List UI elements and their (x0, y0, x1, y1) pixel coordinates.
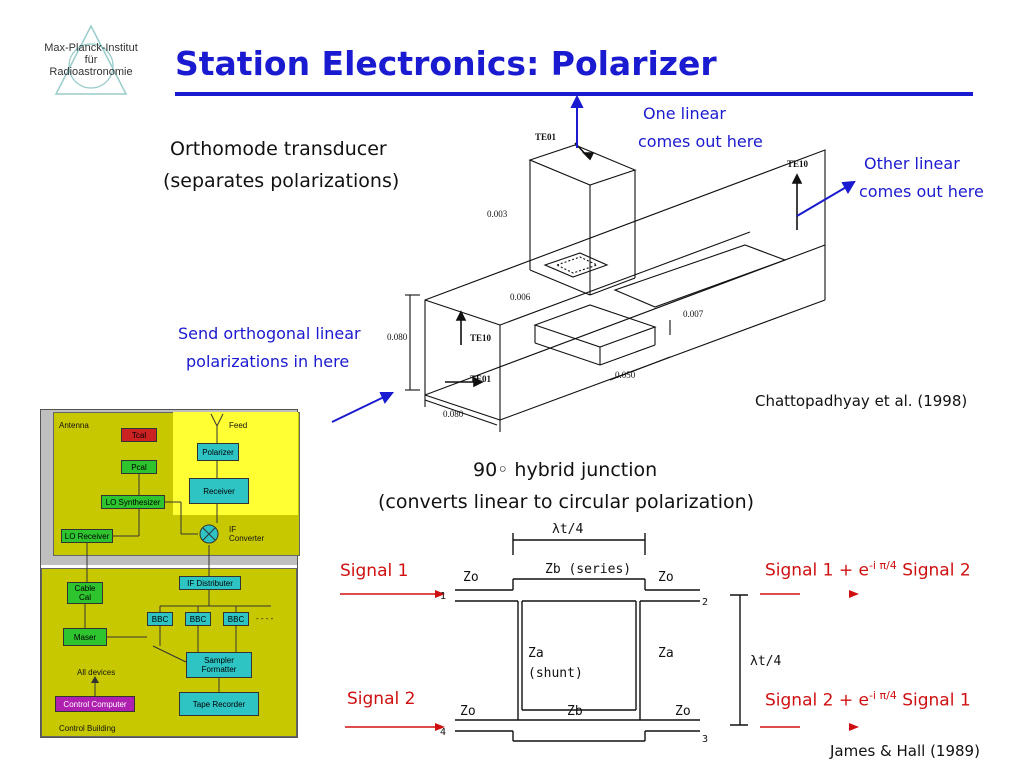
output-top-label: Signal 1 + e-i π/4 Signal 2 (765, 559, 971, 581)
all-devices-label: All devices (77, 668, 116, 677)
zo-bottom-left: Zo (460, 704, 476, 719)
hybrid-output-arrowheads (849, 590, 859, 731)
te10-right-label: TE10 (787, 159, 809, 169)
lambda-right-label: λt/4 (750, 654, 781, 669)
maser-block: Maser (63, 628, 107, 646)
za-left-label: Za (528, 646, 544, 661)
if-converter-label: IF Converter (229, 525, 265, 543)
antenna-label: Antenna (59, 421, 89, 430)
if-distributer-block: IF Distributer (179, 576, 241, 590)
other-linear-label-1: Other linear (864, 154, 960, 173)
logo-graphic (54, 24, 128, 95)
output-bottom-post: Signal 1 (896, 690, 971, 711)
one-linear-label-1: One linear (643, 104, 726, 123)
dim-0003: 0.003 (487, 209, 508, 219)
signal1-input-label: Signal 1 (340, 561, 409, 581)
logo-line3: Radioastronomie (49, 66, 133, 78)
output-bottom-exp: -i π/4 (868, 689, 897, 702)
one-linear-label-2: comes out here (638, 132, 763, 151)
zo-bottom-right: Zo (675, 704, 691, 719)
hybrid-heading-line1: 90◦ hybrid junction (473, 459, 658, 481)
dim-0007: 0.007 (683, 309, 704, 319)
receiver-block: Receiver (189, 478, 249, 504)
feed-icon (210, 413, 224, 442)
zo-top-right: Zo (658, 570, 674, 585)
port-2-label: 2 (702, 597, 708, 608)
page-title: Station Electronics: Polarizer (175, 44, 717, 83)
dim-0006: 0.006 (510, 292, 531, 302)
control-computer-block: Control Computer (55, 696, 135, 712)
sampler-formatter-block: Sampler Formatter (186, 652, 252, 678)
lo-synthesizer-block: LO Synthesizer (101, 495, 165, 509)
logo-line1: Max-Planck-Institut (44, 42, 138, 54)
block-diagram: Antenna Feed Tcal Pcal Polarizer Receive… (40, 409, 300, 738)
send-label-1: Send orthogonal linear (178, 324, 361, 343)
hybrid-heading-line2: (converts linear to circular polarizatio… (378, 491, 755, 513)
hybrid-citation: James & Hall (1989) (830, 742, 980, 760)
output-top-post: Signal 2 (896, 560, 971, 581)
hybrid-figure: λt/4 Zo Zb (series) Zo Za (shunt) Za λt/… (340, 522, 800, 745)
omt-figure: TE01 TE10 TE10 TE01 0.003 0.006 0.007 0.… (387, 132, 826, 432)
bbc-block-1: BBC (147, 612, 173, 626)
tape-recorder-block: Tape Recorder (179, 692, 259, 716)
institute-logo: Max-Planck-Institut für Radioastronomie (36, 22, 146, 102)
feed-label: Feed (229, 421, 248, 430)
signal2-input-label: Signal 2 (347, 689, 416, 709)
te01-left-label: TE01 (470, 374, 492, 384)
zb-bottom-label: Zb (567, 704, 583, 719)
bbc-block-3: BBC (223, 612, 249, 626)
port-4-label: 4 (440, 727, 446, 738)
polarizer-block: Polarizer (197, 443, 239, 461)
send-label-2: polarizations in here (186, 352, 350, 371)
lo-receiver-block: LO Receiver (61, 529, 113, 543)
omt-heading-line2: (separates polarizations) (163, 170, 400, 192)
output-bottom-pre: Signal 2 + e (765, 690, 869, 711)
logo-line2: für (84, 54, 98, 66)
bbc-ellipsis: - - - - (256, 614, 274, 623)
port-3-label: 3 (702, 734, 708, 745)
control-building-label: Control Building (59, 724, 116, 733)
dim-0080-bottom: 0.080 (443, 409, 464, 419)
dim-0050: 0.050 (615, 370, 636, 380)
te01-top-label: TE01 (535, 132, 557, 142)
cable-cal-block: Cable Cal (67, 582, 103, 604)
other-linear-label-2: comes out here (859, 182, 984, 201)
output-bottom-label: Signal 2 + e-i π/4 Signal 1 (765, 689, 971, 711)
za-right-label: Za (658, 646, 674, 661)
omt-citation: Chattopadhyay et al. (1998) (755, 392, 968, 410)
output-top-exp: -i π/4 (868, 559, 897, 572)
tcal-block: Tcal (121, 428, 157, 442)
pcal-block: Pcal (121, 460, 157, 474)
zb-series-label: Zb (series) (545, 562, 631, 577)
up-arrow-head (570, 94, 584, 108)
dim-0080-vertical: 0.080 (387, 332, 408, 342)
mixer-icon (199, 524, 219, 544)
output-top-pre: Signal 1 + e (765, 560, 869, 581)
lambda-top-label: λt/4 (552, 522, 583, 537)
port-1-label: 1 (440, 591, 446, 602)
za-shunt-label: (shunt) (528, 666, 583, 681)
zo-top-left: Zo (463, 570, 479, 585)
block-connections (84, 440, 271, 696)
title-rule (175, 92, 973, 96)
omt-heading-line1: Orthomode transducer (170, 138, 387, 160)
te10-left-label: TE10 (470, 333, 492, 343)
bbc-block-2: BBC (185, 612, 211, 626)
